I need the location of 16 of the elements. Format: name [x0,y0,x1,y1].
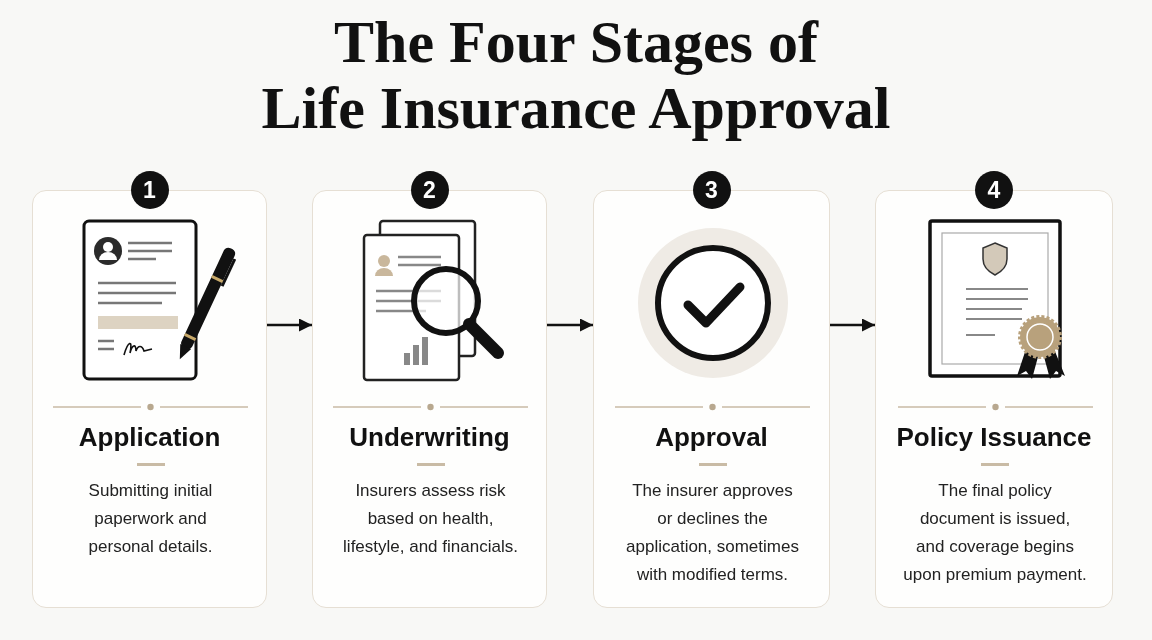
arrow [547,318,593,332]
arrow [267,318,312,332]
step-number-badge: 3 [692,171,731,209]
step-number-badge: 4 [975,171,1013,209]
title: The Four Stages of Life Insurance Approval [260,9,892,141]
step-description: The final policy document is issued, and coverage begins upon premium payment. [902,480,1088,586]
step-title: Policy Issuance [896,422,1092,452]
step-number-badge: 2 [410,171,449,209]
step-description: The insurer approves or declines the application, sometimes with modified terms. [625,480,800,586]
step-description: Insurers assess risk based on health, lifestyle, and financials. [343,480,518,558]
step-title: Approval [655,422,768,452]
step-number-badge: 1 [130,171,169,209]
step-title: Application [78,422,221,452]
step-title: Underwriting [349,422,510,452]
step-description: Submitting initial paperwork and personal details. [87,480,214,558]
arrow [830,318,875,332]
